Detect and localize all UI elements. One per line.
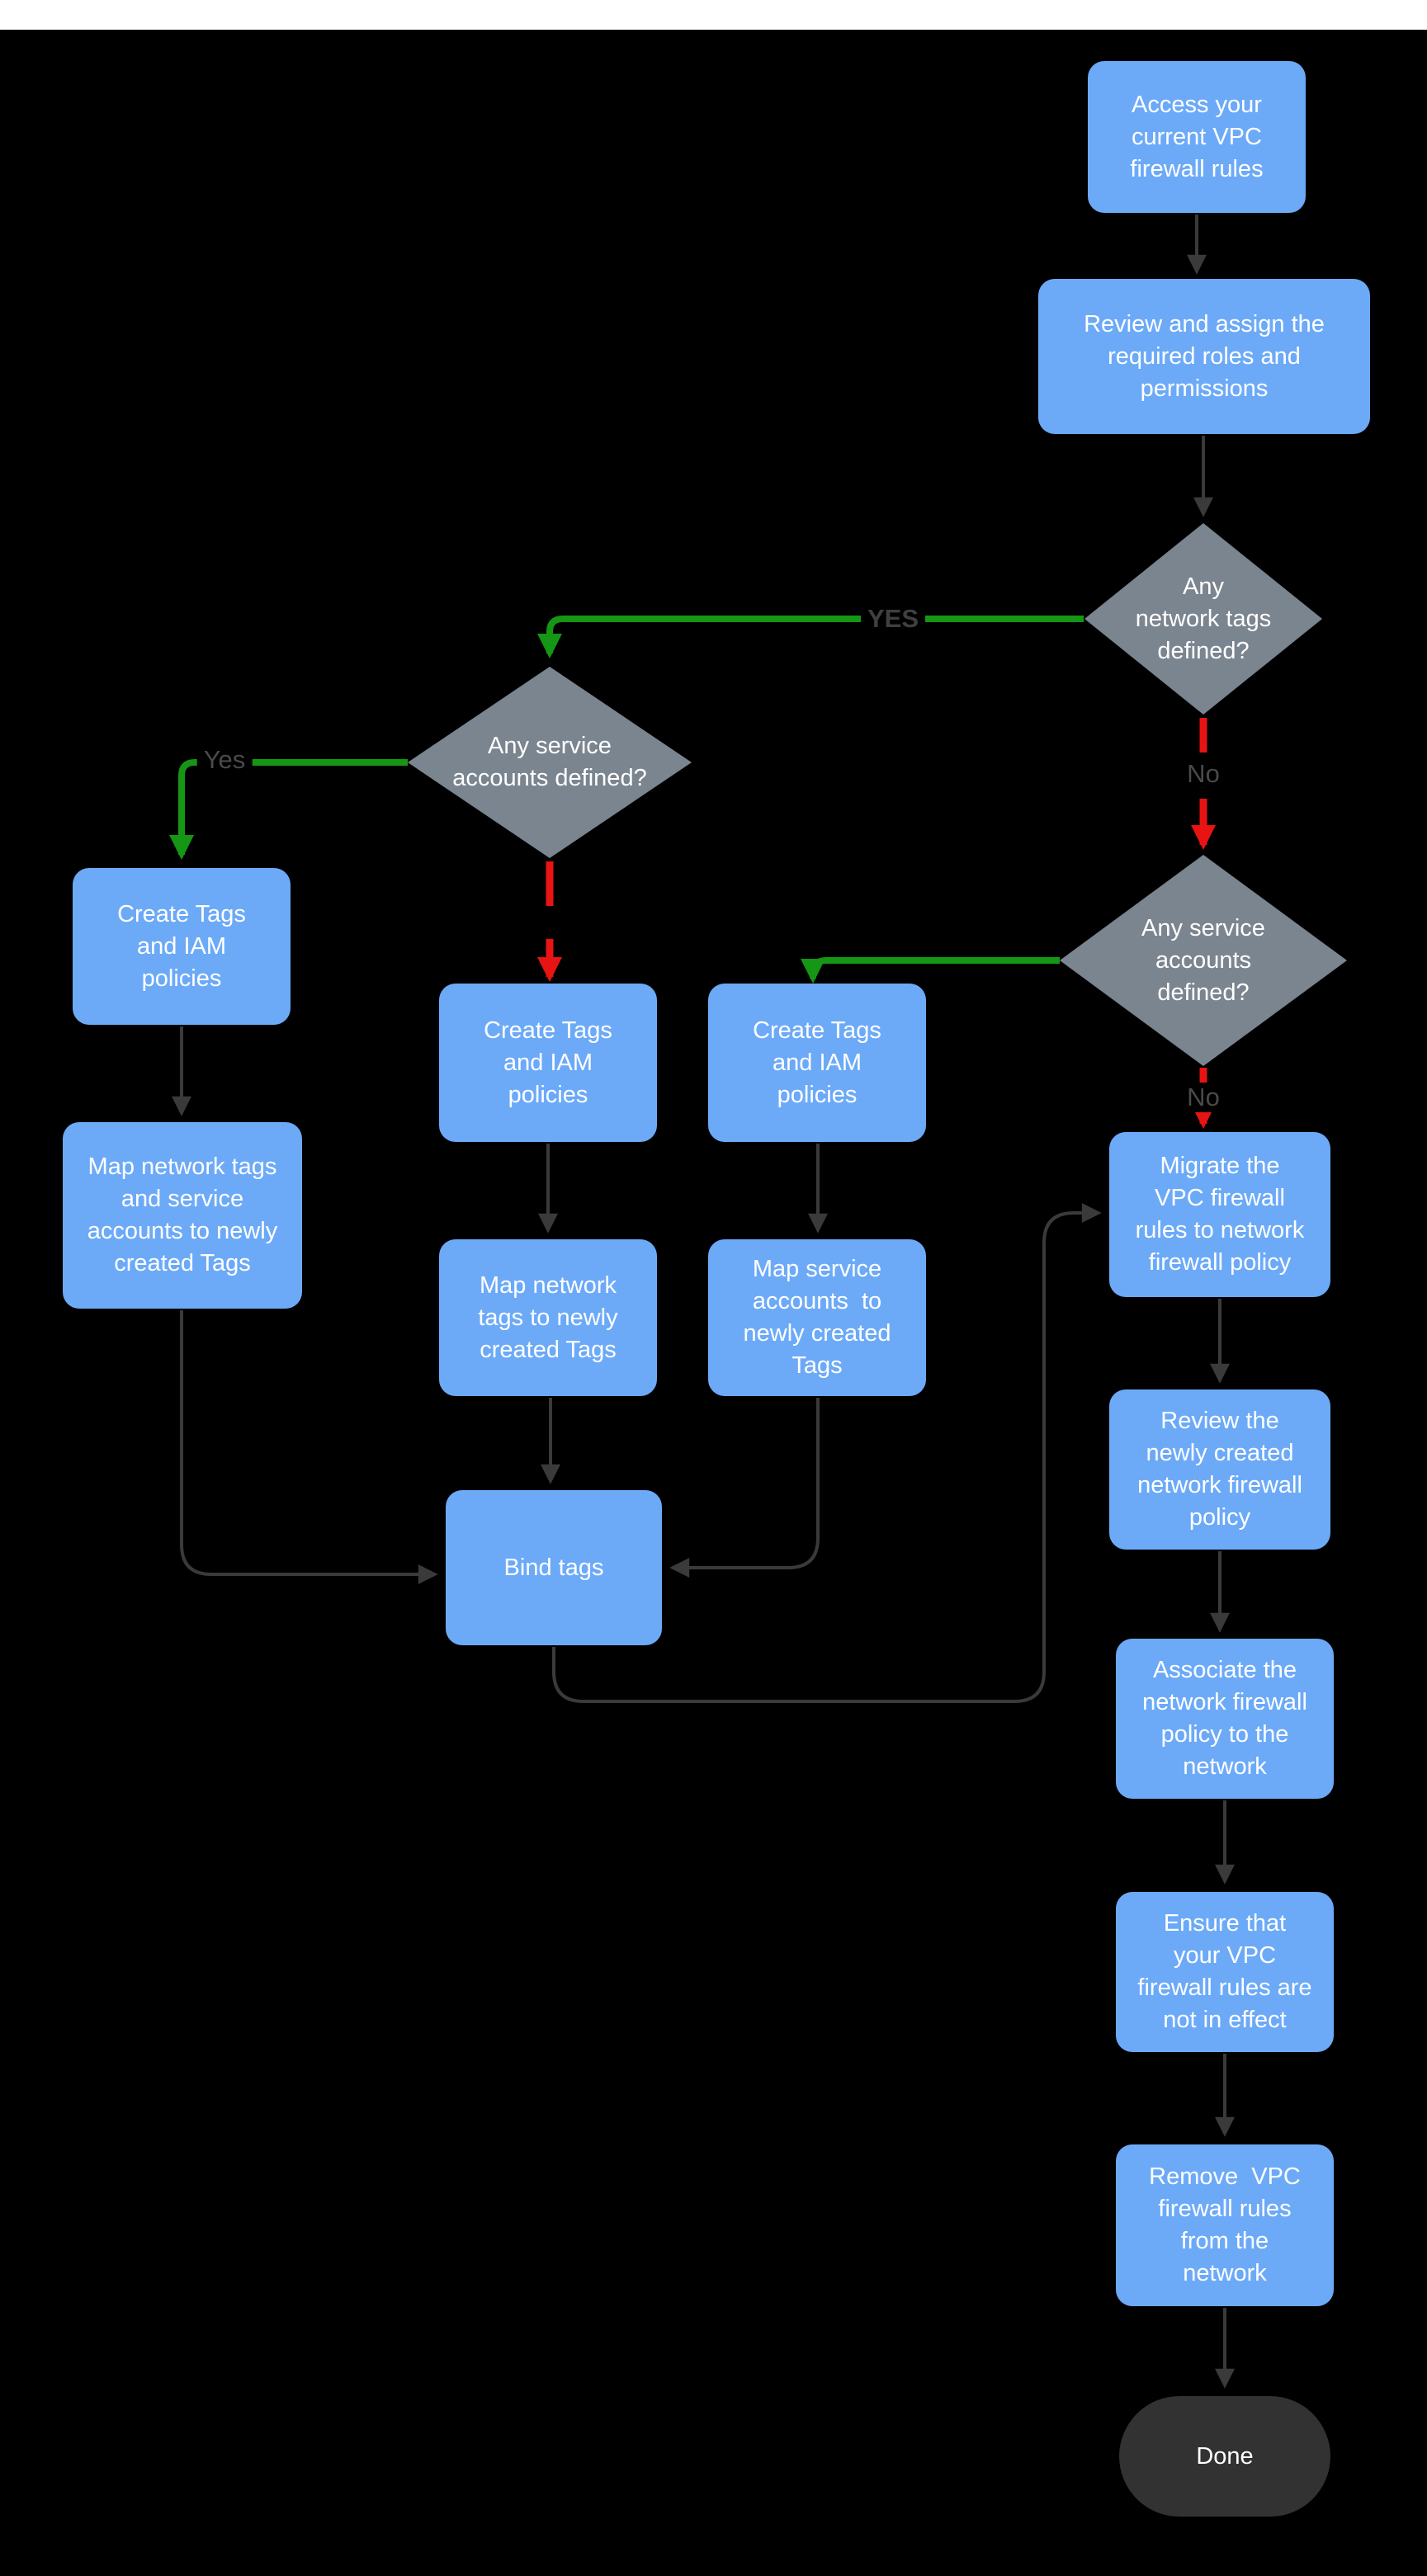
decision-network-tags-shape <box>1084 523 1322 715</box>
decision-service-accounts-left-shape <box>408 667 692 858</box>
node-create-tags-center: Create Tags and IAM policies <box>439 984 657 1142</box>
decision-service-accounts-left-label: Any service accounts defined? <box>452 733 647 791</box>
edge-bind-to-migrate <box>552 1203 1102 1703</box>
edge-map-left-to-bind <box>180 1310 438 1584</box>
node-access-vpc-rules: Access your current VPC firewall rules <box>1088 61 1306 213</box>
node-ensure-rules-not-in-effect: Ensure that your VPC firewall rules are … <box>1116 1892 1334 2052</box>
node-map-network-tags: Map network tags to newly created Tags <box>439 1239 657 1396</box>
node-map-service-accounts: Map service accounts to newly created Ta… <box>708 1239 926 1396</box>
node-create-tags-right: Create Tags and IAM policies <box>708 984 926 1142</box>
decision-network-tags-label: Any network tags defined? <box>1135 573 1272 664</box>
node-done-terminal: Done <box>1119 2396 1330 2517</box>
node-create-tags-left: Create Tags and IAM policies <box>73 868 291 1025</box>
edge-label-no-network-tags: No <box>1180 759 1226 789</box>
edge-label-no-service-accounts: No <box>1180 1083 1226 1112</box>
node-map-network-and-service-tags: Map network tags and service accounts to… <box>63 1122 302 1309</box>
page-top-strip <box>0 0 1427 30</box>
edge-service-right-to-create-right <box>801 957 1060 984</box>
node-remove-vpc-rules: Remove VPC firewall rules from the netwo… <box>1116 2144 1334 2306</box>
decision-service-accounts-right-shape <box>1060 855 1347 1066</box>
edge-yes-service-accounts-left <box>169 759 408 860</box>
decision-service-accounts-right-label: Any service accounts defined? <box>1141 914 1265 1006</box>
node-migrate-vpc-rules: Migrate the VPC firewall rules to networ… <box>1109 1132 1330 1297</box>
edge-label-yes-service-accounts: Yes <box>196 745 253 775</box>
node-review-firewall-policy: Review the newly created network firewal… <box>1109 1389 1330 1550</box>
edge-label-yes-network-tags: YES <box>860 604 926 634</box>
edge-yes-network-tags <box>537 616 1084 658</box>
edge-map-right-to-bind <box>669 1398 820 1578</box>
node-associate-policy: Associate the network firewall policy to… <box>1116 1639 1334 1799</box>
node-bind-tags: Bind tags <box>446 1490 662 1645</box>
node-review-roles-permissions: Review and assign the required roles and… <box>1038 279 1370 434</box>
